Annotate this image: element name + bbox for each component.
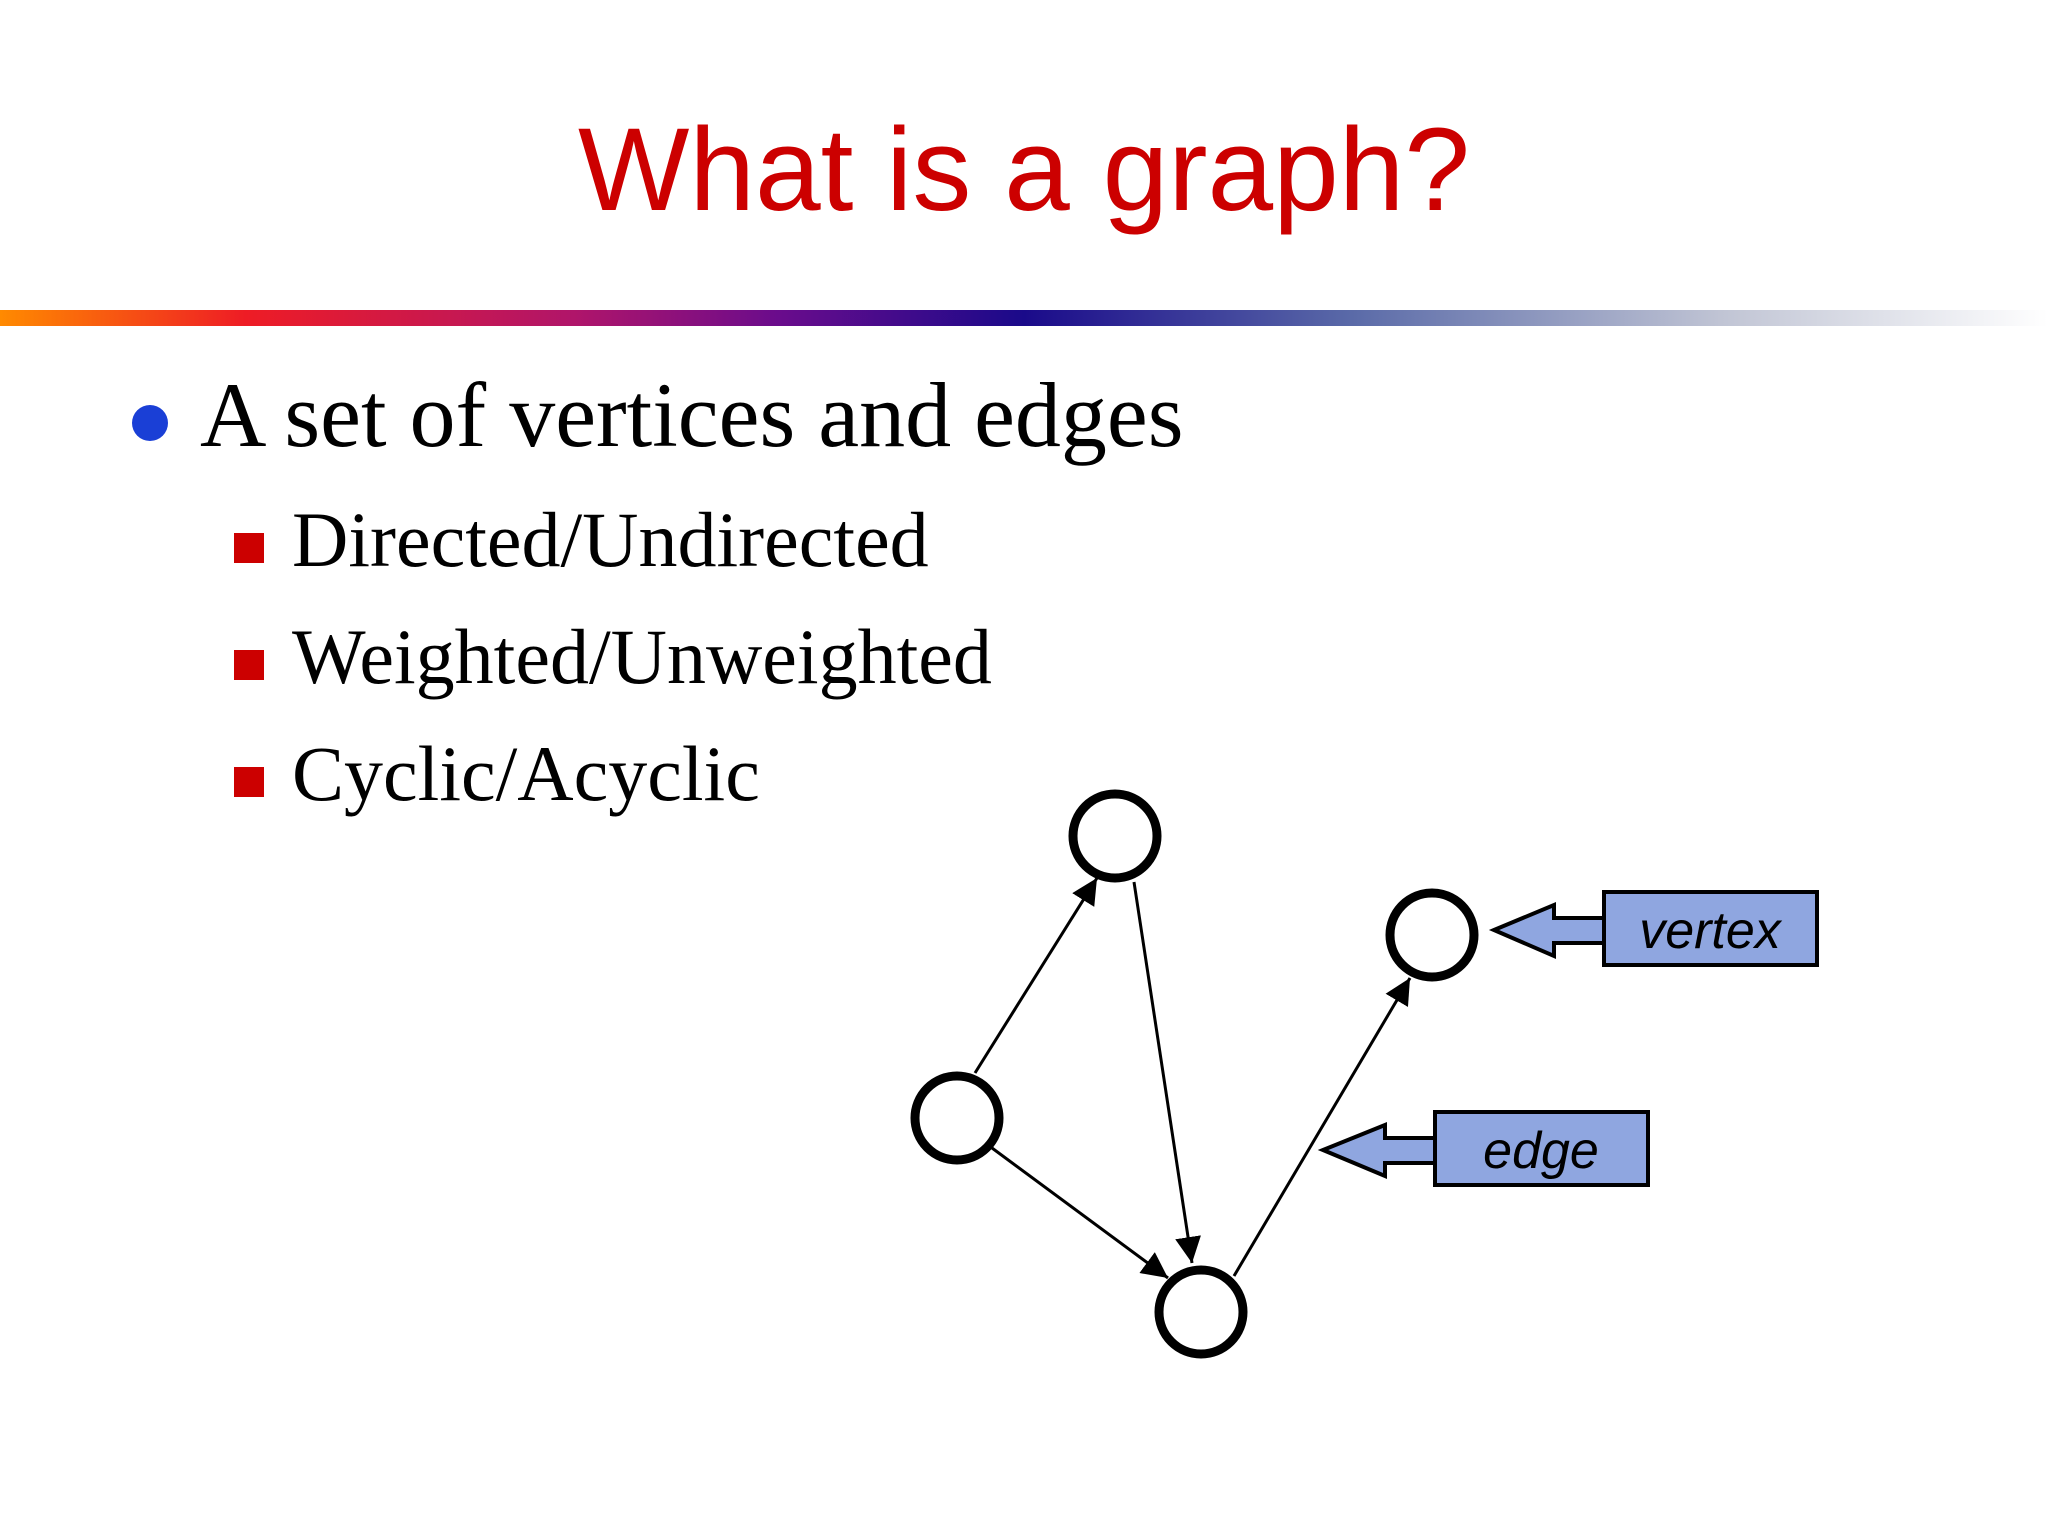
- edge-v2-v1: [973, 877, 1099, 1074]
- slide-title: What is a graph?: [577, 104, 1471, 236]
- callout-arrow-icon: [1488, 902, 1607, 960]
- bullet-dot-icon: [132, 405, 168, 441]
- sub-bullet-item: Directed/Undirected: [292, 496, 929, 583]
- edge-v2-v4: [991, 1146, 1169, 1280]
- edge-label: edge: [1483, 1122, 1599, 1180]
- bullet-item: A set of vertices and edges: [200, 364, 1184, 466]
- vertex-label: vertex: [1639, 902, 1783, 960]
- edge-callout: edge: [1317, 1110, 1650, 1187]
- callout-arrow-icon: [1317, 1122, 1438, 1180]
- edge-v1-v4: [1132, 881, 1201, 1264]
- vertex-node: [910, 1071, 1004, 1165]
- vertex-node: [1068, 789, 1162, 883]
- vertex-node: [1154, 1265, 1248, 1359]
- sub-bullet-item: Cyclic/Acyclic: [292, 730, 760, 817]
- sub-bullet-item: Weighted/Unweighted: [292, 613, 992, 700]
- sub-bullet-square-icon: [234, 650, 264, 680]
- sub-bullet-square-icon: [234, 767, 264, 797]
- vertex-callout: vertex: [1488, 890, 1819, 967]
- edge-v4-v3: [1232, 977, 1412, 1277]
- sub-bullet-square-icon: [234, 533, 264, 563]
- vertex-node: [1385, 888, 1479, 982]
- edge-label-box: [1433, 1110, 1650, 1187]
- vertex-label-box: [1602, 890, 1819, 967]
- title-divider: [0, 310, 2048, 326]
